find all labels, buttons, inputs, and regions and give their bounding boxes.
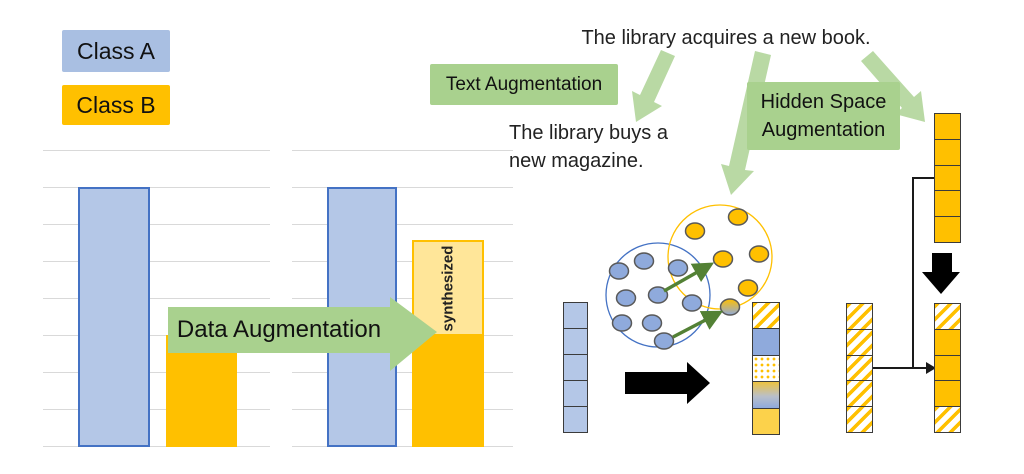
class-b-point (684, 222, 706, 240)
original-vector (846, 303, 873, 433)
arrow-to-text-augmentation (632, 50, 675, 122)
text-augmentation-label: Text Augmentation (445, 73, 603, 95)
book-vector (934, 113, 961, 243)
class-a-point (633, 252, 655, 270)
vector-cell-hatch (935, 304, 960, 330)
class-a-point (681, 294, 703, 312)
mix-down-arrow (922, 253, 960, 294)
vector-cell-yellow (935, 165, 960, 192)
legend-class-b-label: Class B (76, 91, 156, 118)
vector-cell-hatch (847, 407, 872, 432)
mixed-vector (752, 302, 780, 435)
text-augmentation-box: Text Augmentation (430, 64, 618, 105)
vector-cell-blue (564, 381, 587, 407)
interpolation-connector-arrowhead (926, 362, 936, 374)
encode-arrow (625, 362, 710, 404)
vector-cell-blue (564, 355, 587, 381)
class-a-point (647, 286, 669, 304)
interpolation-connector-line (873, 177, 934, 369)
legend-class-b: Class B (62, 85, 170, 125)
hidden-space-label-line1: Hidden Space (760, 91, 887, 113)
hidden-space-label-line2: Augmentation (761, 119, 886, 141)
vector-cell-hatch (935, 407, 960, 432)
augmented-sentence-line2: new magazine. (509, 150, 644, 172)
vector-cell-gradient (753, 382, 779, 409)
vector-cell-yellow (935, 329, 960, 356)
hidden-space-scatter (605, 204, 773, 350)
legend-class-a-label: Class A (77, 37, 155, 64)
vector-cell-solidblue (753, 329, 779, 356)
vector-cell-yellowsoft (753, 408, 779, 435)
class-b-point (737, 279, 759, 297)
class-b-point (727, 208, 749, 226)
class-a-point (641, 314, 663, 332)
synthesized-point (719, 298, 741, 316)
augmentation-vector-arrow (672, 310, 724, 339)
vector-cell-yellow (935, 191, 960, 218)
input-vector (563, 302, 588, 433)
vector-cell-hatch (847, 304, 872, 330)
vector-cell-yellow (935, 139, 960, 166)
bar-class-b-before (166, 335, 237, 447)
data-augmentation-label: Data Augmentation (176, 316, 382, 343)
vector-cell-hatch (753, 303, 779, 330)
vector-cell-yellow (935, 355, 960, 382)
vector-cell-hatch (847, 329, 872, 356)
class-a-point (608, 262, 630, 280)
class-a-point (653, 332, 675, 350)
augmented-sentence-line1: The library buys a (509, 122, 668, 144)
legend-class-a: Class A (62, 30, 170, 72)
vector-cell-dots (753, 355, 779, 383)
vector-cell-hatch (847, 355, 872, 382)
augmentation-vector-arrow (663, 262, 715, 293)
augmented-sentence: The library buys a new magazine. (509, 119, 668, 175)
vector-cell-hatch (847, 381, 872, 408)
vector-cell-blue (564, 407, 587, 432)
source-sentence: The library acquires a new book. (581, 27, 871, 49)
class-b-point (712, 250, 734, 268)
vector-cell-blue (564, 303, 587, 329)
class-a-point (615, 289, 637, 307)
vector-cell-yellow (935, 217, 960, 242)
class-b-point (748, 245, 770, 263)
bar-synthesized: synthesized (412, 240, 484, 336)
class-a-point (611, 314, 633, 332)
class-a-point (667, 259, 689, 277)
vector-cell-blue (564, 329, 587, 355)
vector-cell-yellow (935, 114, 960, 140)
result-vector (934, 303, 961, 433)
bar-class-b-after (412, 335, 484, 447)
data-augmentation-arrow (168, 297, 437, 371)
vector-cell-yellow (935, 381, 960, 408)
bar-class-a-before (78, 187, 150, 447)
hidden-space-augmentation-box: Hidden Space Augmentation (747, 82, 900, 150)
